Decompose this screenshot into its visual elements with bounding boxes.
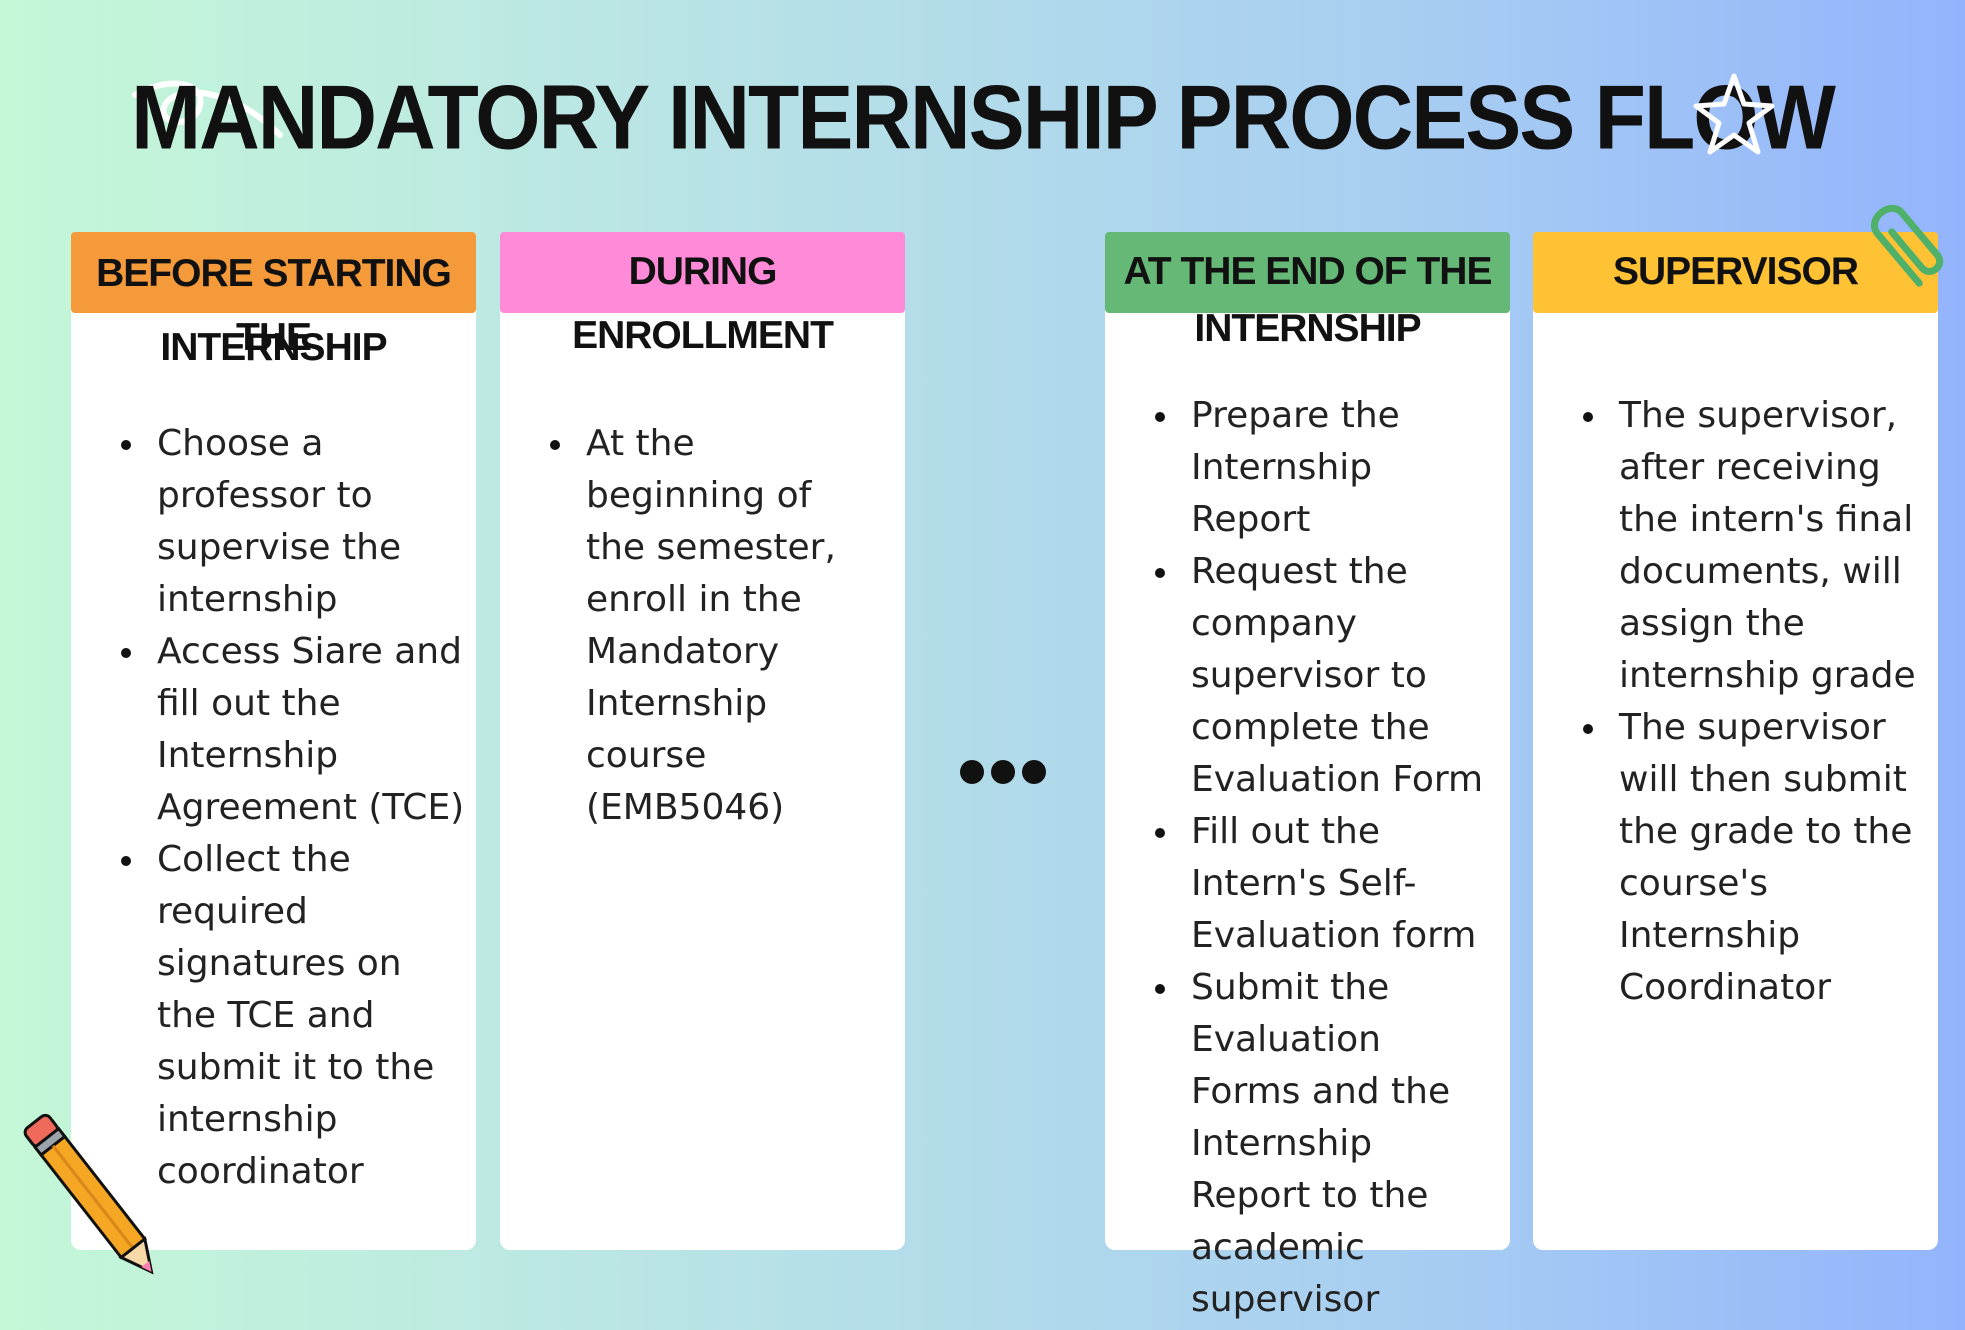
card-before-starting: BEFORE STARTING THE INTERNSHIP Choose a … — [71, 232, 476, 1250]
card-title-end-of-internship-line2: INTERNSHIP — [1194, 307, 1421, 350]
pencil-icon — [23, 1113, 154, 1275]
card-title-during-enrollment: DURING ENROLLMENT — [572, 250, 834, 357]
card-list-during-enrollment: At the beginning of the semester, enroll… — [500, 418, 905, 834]
card-title-before-starting-line2: INTERNSHIP — [160, 326, 387, 369]
card-list-end-of-internship: Prepare the Internship Report Request th… — [1105, 390, 1510, 1326]
list-item: Collect the required signatures on the T… — [121, 834, 466, 1198]
list-item: The supervisor, after receiving the inte… — [1583, 390, 1928, 702]
card-title-supervisor: SUPERVISOR — [1612, 250, 1859, 293]
list-item: Fill out the Intern's Self-Evaluation fo… — [1155, 806, 1500, 962]
card-header-during-enrollment — [500, 232, 905, 313]
ellipsis-icon — [960, 760, 1046, 784]
list-item: Request the company supervisor to comple… — [1155, 546, 1500, 806]
page-title: MANDATORY INTERNSHIP PROCESS FLOW — [131, 66, 1836, 168]
list-item: At the beginning of the semester, enroll… — [550, 418, 895, 834]
card-title-before-starting: BEFORE STARTING THE — [96, 252, 452, 359]
card-title-end-of-internship: AT THE END OF THE — [1123, 250, 1493, 293]
paperclip-icon — [1871, 204, 1944, 287]
card-header-before-starting — [71, 232, 476, 313]
card-end-of-internship: AT THE END OF THE INTERNSHIP Prepare the… — [1105, 232, 1510, 1320]
card-list-supervisor: The supervisor, after receiving the inte… — [1533, 390, 1938, 1014]
swirl-icon — [132, 80, 283, 138]
card-supervisor: SUPERVISOR The supervisor, after receivi… — [1533, 232, 1938, 1250]
list-item: Prepare the Internship Report — [1155, 390, 1500, 546]
card-header-supervisor — [1533, 232, 1938, 313]
card-header-end-of-internship — [1105, 232, 1510, 313]
list-item: The supervisor will then submit the grad… — [1583, 702, 1928, 1014]
list-item: Access Siare and fill out the Internship… — [121, 626, 466, 834]
card-list-before-starting: Choose a professor to supervise the inte… — [71, 418, 476, 1198]
list-item: Submit the Evaluation Forms and the Inte… — [1155, 962, 1500, 1326]
star-icon — [1693, 73, 1775, 155]
list-item: Choose a professor to supervise the inte… — [121, 418, 466, 626]
card-during-enrollment: DURING ENROLLMENT At the beginning of th… — [500, 232, 905, 1250]
